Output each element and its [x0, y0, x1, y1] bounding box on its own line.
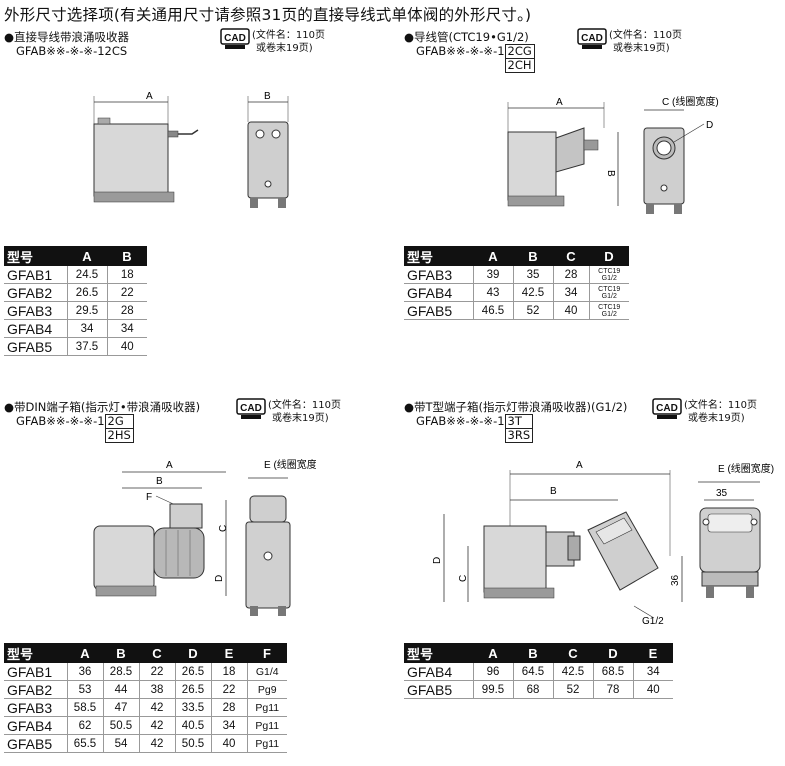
- cad-icon[interactable]: CAD: [220, 28, 250, 50]
- svg-text:B: B: [605, 170, 616, 177]
- svg-text:E (线圈宽度): E (线圈宽度): [264, 458, 316, 471]
- svg-text:A: A: [576, 460, 583, 471]
- svg-text:B: B: [550, 486, 557, 497]
- section-4-label: ●带T型端子箱(指示灯带浪涌吸收器)(G1/2): [404, 400, 628, 414]
- dim-b-label: B: [264, 91, 271, 102]
- section-2-label: ●导线管(CTC19•G1/2): [404, 30, 529, 44]
- svg-text:A: A: [166, 460, 173, 471]
- cad-icon[interactable]: CAD: [577, 28, 607, 50]
- section-3-label: ●带DIN端子箱(指示灯•带浪涌吸收器): [4, 400, 201, 414]
- cad-file-note: (文件名：110页或卷末19页): [268, 400, 341, 424]
- svg-text:B: B: [156, 476, 163, 487]
- svg-text:E (线圈宽度): E (线圈宽度): [718, 462, 774, 475]
- cad-icon[interactable]: CAD: [236, 398, 266, 420]
- svg-text:D: D: [214, 575, 225, 582]
- svg-text:CAD: CAD: [240, 403, 262, 414]
- cad-file-note: (文件名：110页或卷末19页): [684, 400, 757, 424]
- section-1-label: ●直接导线带浪涌吸收器: [4, 30, 130, 44]
- svg-text:CAD: CAD: [581, 33, 603, 44]
- svg-text:36: 36: [670, 574, 681, 586]
- svg-text:A: A: [556, 97, 563, 108]
- section-1-drawing: A B: [93, 91, 289, 208]
- svg-text:D: D: [432, 557, 443, 564]
- svg-text:CAD: CAD: [224, 33, 246, 44]
- svg-text:C: C: [458, 575, 469, 582]
- svg-text:35: 35: [716, 488, 728, 499]
- dim-a-label: A: [146, 91, 153, 102]
- cad-file-note: (文件名：110页或卷末19页): [609, 30, 682, 54]
- cad-file-note: (文件名：110页或卷末19页): [252, 30, 325, 54]
- svg-text:C (线圈宽度): C (线圈宽度): [662, 95, 719, 108]
- section-1-model-code: GFAB※※-※-※-12CS: [16, 44, 128, 58]
- svg-text:C: C: [218, 525, 229, 532]
- page-title: 外形尺寸选择项(有关通用尺寸请参照31页的直接导线式单体阀的外形尺寸。): [4, 6, 532, 24]
- svg-text:D: D: [706, 120, 713, 131]
- svg-text:G1/2: G1/2: [642, 616, 664, 627]
- section-3-drawing: A B F C D E (线圈宽度): [93, 458, 316, 616]
- section-2-drawing: A B C (线圈宽度) D: [507, 95, 719, 214]
- cad-icon[interactable]: CAD: [652, 398, 682, 420]
- svg-text:F: F: [146, 492, 152, 503]
- section-4-drawing: A B D C 36 G1/2 E (线圈宽度) 35: [432, 460, 774, 627]
- svg-text:CAD: CAD: [656, 403, 678, 414]
